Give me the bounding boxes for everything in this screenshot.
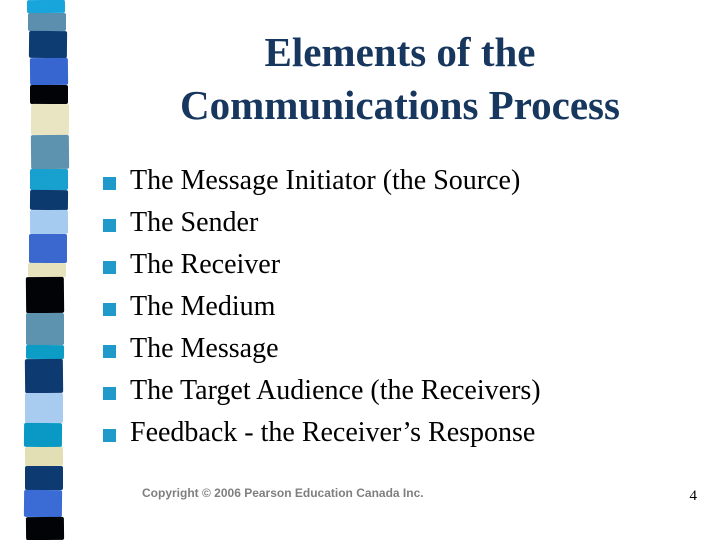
- strip-block: [25, 344, 65, 360]
- footer-copyright: Copyright © 2006 Pearson Education Canad…: [142, 486, 424, 500]
- strip-block: [25, 516, 65, 540]
- strip-block: [25, 276, 65, 314]
- strip-block: [29, 189, 69, 211]
- strip-block: [30, 169, 68, 190]
- list-item: The Medium: [103, 286, 714, 328]
- list-item: The Message: [103, 328, 714, 370]
- strip-block: [29, 57, 69, 86]
- page-number: 4: [689, 488, 698, 504]
- strip-block: [29, 209, 69, 235]
- title-line-2: Communications Process: [180, 82, 620, 128]
- list-item: The Target Audience (the Receivers): [103, 370, 714, 412]
- list-item: The Message Initiator (the Source): [103, 160, 714, 202]
- title-line-1: Elements of the: [264, 29, 536, 75]
- strip-block: [30, 85, 68, 104]
- strip-block: [24, 358, 64, 394]
- list-item-text: The Receiver: [130, 249, 281, 280]
- list-item: The Sender: [103, 202, 714, 244]
- list-item-text: The Message: [130, 333, 279, 364]
- strip-block: [26, 0, 66, 14]
- list-item-text: The Target Audience (the Receivers): [130, 375, 541, 406]
- decorative-strip: [23, 0, 70, 540]
- strip-block: [30, 134, 70, 170]
- bullet-square-icon: [103, 387, 116, 400]
- list-item-text: The Sender: [130, 207, 259, 238]
- bullet-square-icon: [103, 429, 116, 442]
- strip-block: [23, 422, 63, 448]
- strip-block: [26, 313, 64, 345]
- strip-block: [28, 30, 68, 59]
- page-title: Elements of the Communications Process: [90, 26, 710, 132]
- strip-block: [24, 446, 64, 467]
- strip-block: [25, 466, 63, 490]
- bullet-square-icon: [103, 261, 116, 274]
- list-item-text: The Medium: [130, 291, 276, 322]
- bullet-square-icon: [103, 177, 116, 190]
- list-item-text: The Message Initiator (the Source): [130, 165, 521, 196]
- list-item-text: Feedback - the Receiver’s Response: [130, 417, 536, 448]
- bullet-list: The Message Initiator (the Source) The Se…: [103, 160, 714, 454]
- bullet-square-icon: [103, 345, 116, 358]
- bullet-square-icon: [103, 219, 116, 232]
- strip-block: [29, 234, 67, 263]
- bullet-square-icon: [103, 303, 116, 316]
- strip-block: [23, 489, 63, 518]
- list-item: The Receiver: [103, 244, 714, 286]
- list-item: Feedback - the Receiver’s Response: [103, 412, 714, 454]
- strip-block: [28, 13, 66, 31]
- strip-block: [27, 262, 67, 278]
- strip-block: [30, 103, 70, 136]
- strip-block: [25, 393, 63, 423]
